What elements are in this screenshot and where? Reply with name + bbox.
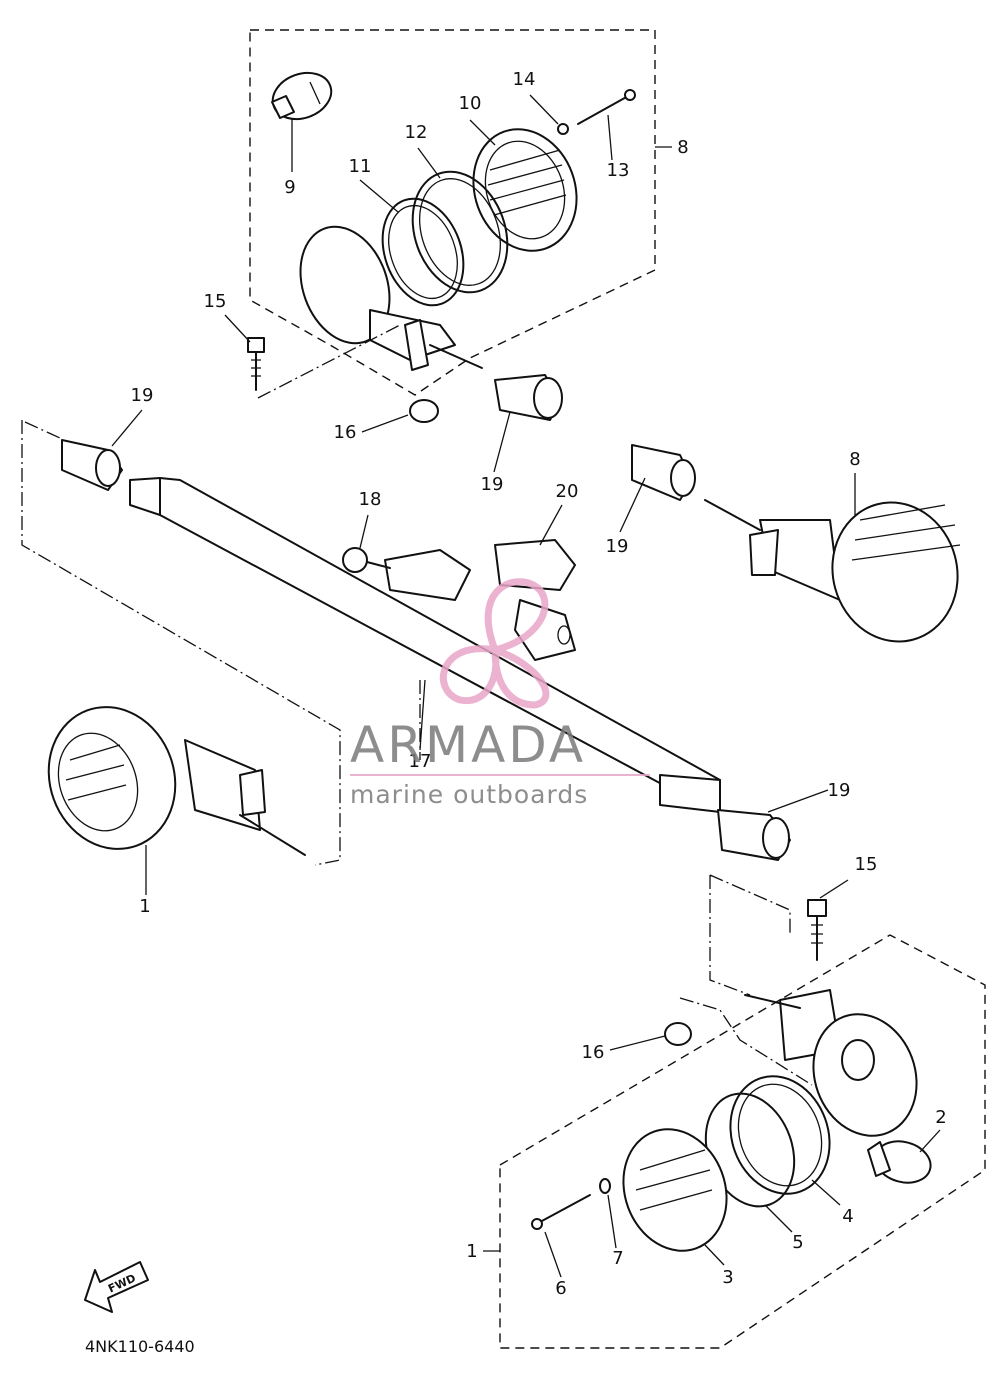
callout-c14: 14	[513, 69, 536, 90]
callout-c7: 7	[612, 1248, 623, 1269]
lower-assembly-boundary	[483, 934, 986, 1349]
nut-icon	[557, 123, 569, 135]
damper-right-icon	[631, 444, 696, 501]
callout-c8a: 8	[677, 137, 688, 158]
callout-c1b: 1	[466, 1241, 477, 1262]
upper-rim-ring-12	[411, 170, 509, 294]
callout-c4: 4	[842, 1206, 853, 1227]
damper-lower-icon	[717, 809, 791, 861]
collar-nut-lower-icon	[664, 1022, 692, 1046]
damper-left-icon	[61, 439, 123, 491]
screw-lower-icon	[531, 1194, 591, 1230]
armada-watermark: ARMADA marine outboards	[350, 578, 650, 809]
bulb-icon	[271, 71, 333, 172]
callout-c19d: 19	[828, 780, 851, 801]
callout-c20: 20	[556, 481, 579, 502]
callout-c19a: 19	[131, 385, 154, 406]
callout-c11: 11	[349, 156, 372, 177]
callout-c15a: 15	[204, 291, 227, 312]
callout-c1a: 1	[139, 896, 150, 917]
callout-c19c: 19	[606, 536, 629, 557]
callout-c17: 17	[409, 751, 432, 772]
connection-lines	[21, 324, 813, 1086]
callout-c16a: 16	[334, 422, 357, 443]
callout-c3: 3	[722, 1267, 733, 1288]
callout-c18: 18	[359, 489, 382, 510]
screw-icon	[577, 89, 636, 125]
stay-pipe	[129, 477, 721, 813]
nut-lower-icon	[599, 1178, 611, 1194]
callout-c2: 2	[935, 1107, 946, 1128]
callout-c19b: 19	[481, 474, 504, 495]
callout-c9: 9	[284, 177, 295, 198]
upper-gasket-ring-11	[381, 197, 465, 307]
callout-c8b: 8	[849, 449, 860, 470]
watermark-brand: ARMADA	[350, 716, 586, 774]
bolt-icon	[247, 337, 265, 391]
callout-c16b: 16	[582, 1042, 605, 1063]
bolt-lower-icon	[807, 899, 827, 961]
callout-c12: 12	[405, 122, 428, 143]
leader-lines	[111, 94, 941, 1278]
upper-assembly-boundary	[249, 29, 672, 396]
lower-lens	[622, 1128, 728, 1252]
left-signal-assembly	[47, 706, 306, 856]
forward-arrow-icon: FWD	[84, 1261, 149, 1313]
callout-c5: 5	[792, 1232, 803, 1253]
bracket-20	[494, 539, 576, 661]
callout-c15b: 15	[855, 854, 878, 875]
callout-c10: 10	[459, 93, 482, 114]
right-signal-assembly	[704, 499, 961, 643]
callout-labels: 1123456788910111213141515161617181919191…	[131, 69, 947, 1299]
propeller-logo-icon	[440, 578, 550, 709]
part-code: 4NK110-6440	[85, 1337, 195, 1356]
collar-nut-icon	[409, 399, 439, 423]
lower-rim-ring-4	[729, 1075, 831, 1195]
watermark-tagline: marine outboards	[350, 780, 588, 809]
callout-c13: 13	[607, 160, 630, 181]
lower-signal-body	[744, 989, 918, 1137]
bracket-18	[342, 547, 471, 601]
upper-signal-body	[299, 225, 483, 371]
damper-icon	[494, 374, 563, 421]
upper-lens-housing	[472, 128, 578, 252]
bulb-lower-icon	[867, 1140, 932, 1184]
callout-c6: 6	[555, 1278, 566, 1299]
